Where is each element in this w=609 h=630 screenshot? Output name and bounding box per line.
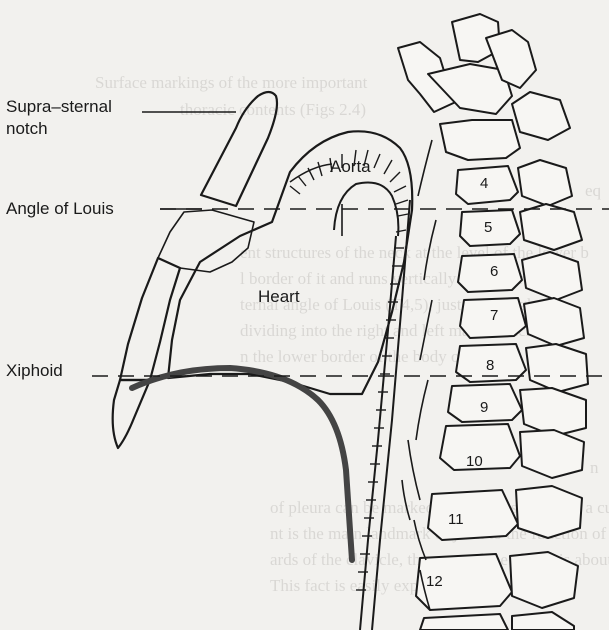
label-heart: Heart [258,287,300,306]
vertebra-number: 7 [490,307,498,324]
label-xiphoid: Xiphoid [6,361,63,380]
vertebra-t12-spine [510,552,578,608]
rib-ends [402,140,436,610]
label-aorta: Aorta [330,157,371,176]
vertebra-number: 5 [484,219,492,236]
vertebra-t11 [428,490,518,540]
diaphragm-line [132,368,352,560]
manubrium [201,92,277,206]
vertebra-number: 10 [466,453,483,470]
vertebra-l1 [420,614,508,630]
sternum-body [158,210,254,272]
label-suprasternal-notch-line1: Supra–sternal [6,97,112,116]
vertebra-t7-spine [524,298,584,346]
vertebra-number: 11 [448,511,464,528]
label-angle-of-louis: Angle of Louis [6,199,114,218]
vertebra-t4-spine [518,160,572,206]
heart-outline [168,131,412,394]
vertebra-t5-spine [520,204,582,250]
vertebra-t6-spine [522,252,582,300]
vertebra-number: 4 [480,175,488,192]
vertebra-t3-spine [512,92,570,140]
vertebra-t10-spine [520,430,584,478]
vertebra-number: 6 [490,263,498,280]
label-suprasternal-notch-line2: notch [6,119,48,138]
vertebra-number: 9 [480,399,488,416]
sternum-body-outline [120,258,180,380]
vertebra-number: 8 [486,357,494,374]
vertebra-l1-spine [512,612,574,630]
vertebra-t9-spine [520,388,586,436]
vertebra-t3 [440,120,520,160]
vertebra-t8-spine [526,344,588,392]
vertebra-number: 12 [426,573,443,590]
vertebra-t11-spine [516,486,582,538]
